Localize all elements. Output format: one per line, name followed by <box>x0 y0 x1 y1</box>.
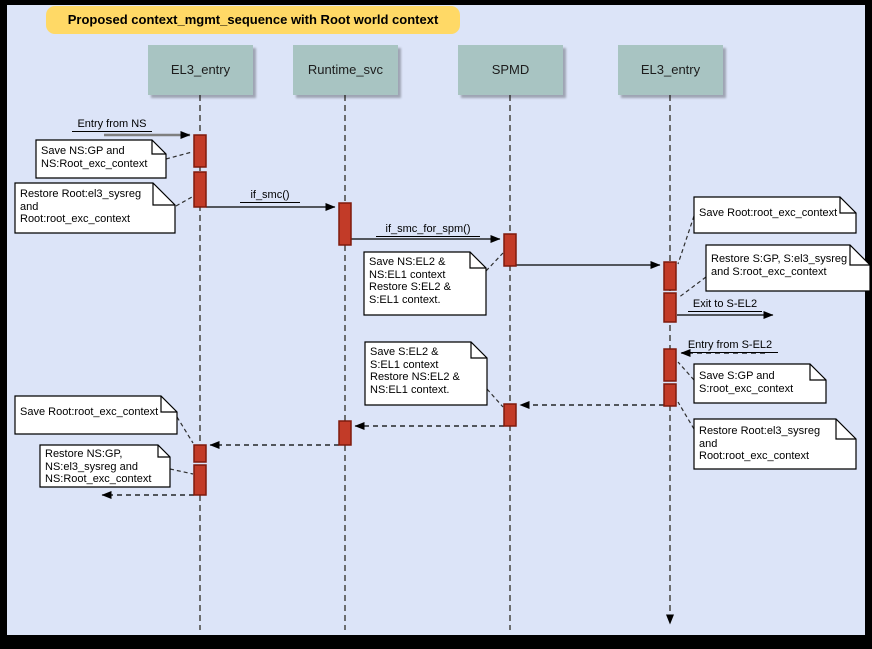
note-save-s-gp: Save S:GP and S:root_exc_context <box>699 370 794 395</box>
actor-spmd: SPMD <box>458 45 563 95</box>
note-save-s-el2: Save S:EL2 & S:EL1 context Restore NS:EL… <box>370 346 460 396</box>
message-label-if-smc-for-spm: if_smc_for_spm() <box>376 223 480 237</box>
message-label-entry-from-ns: Entry from NS <box>72 118 152 132</box>
note-save-ns-el2: Save NS:EL2 & NS:EL1 context Restore S:E… <box>369 256 451 306</box>
message-label-entry-from-sel2: Entry from S-EL2 <box>682 339 778 353</box>
diagram-title: Proposed context_mgmt_sequence with Root… <box>46 6 460 34</box>
actor-runtime-svc: Runtime_svc <box>293 45 398 95</box>
note-save-root-exc-context-left: Save Root:root_exc_context <box>20 406 159 418</box>
note-restore-ns-gp: Restore NS:GP, NS:el3_sysreg and NS:Root… <box>45 448 152 485</box>
message-label-exit-to-sel2: Exit to S-EL2 <box>688 298 762 312</box>
note-restore-root-el3-sysreg-right: Restore Root:el3_sysreg and Root:root_ex… <box>699 425 821 462</box>
note-restore-s-gp: Restore S:GP, S:el3_sysreg and S:root_ex… <box>711 253 848 278</box>
diagram-canvas <box>7 5 865 635</box>
note-save-root-exc-context-right: Save Root:root_exc_context <box>699 207 838 219</box>
message-label-if-smc: if_smc() <box>240 189 300 203</box>
note-restore-root-el3-sysreg: Restore Root:el3_sysreg and Root:root_ex… <box>20 188 142 225</box>
actor-el3-entry-right: EL3_entry <box>618 45 723 95</box>
note-save-ns-gp: Save NS:GP and NS:Root_exc_context <box>41 145 148 170</box>
actor-el3-entry-left: EL3_entry <box>148 45 253 95</box>
